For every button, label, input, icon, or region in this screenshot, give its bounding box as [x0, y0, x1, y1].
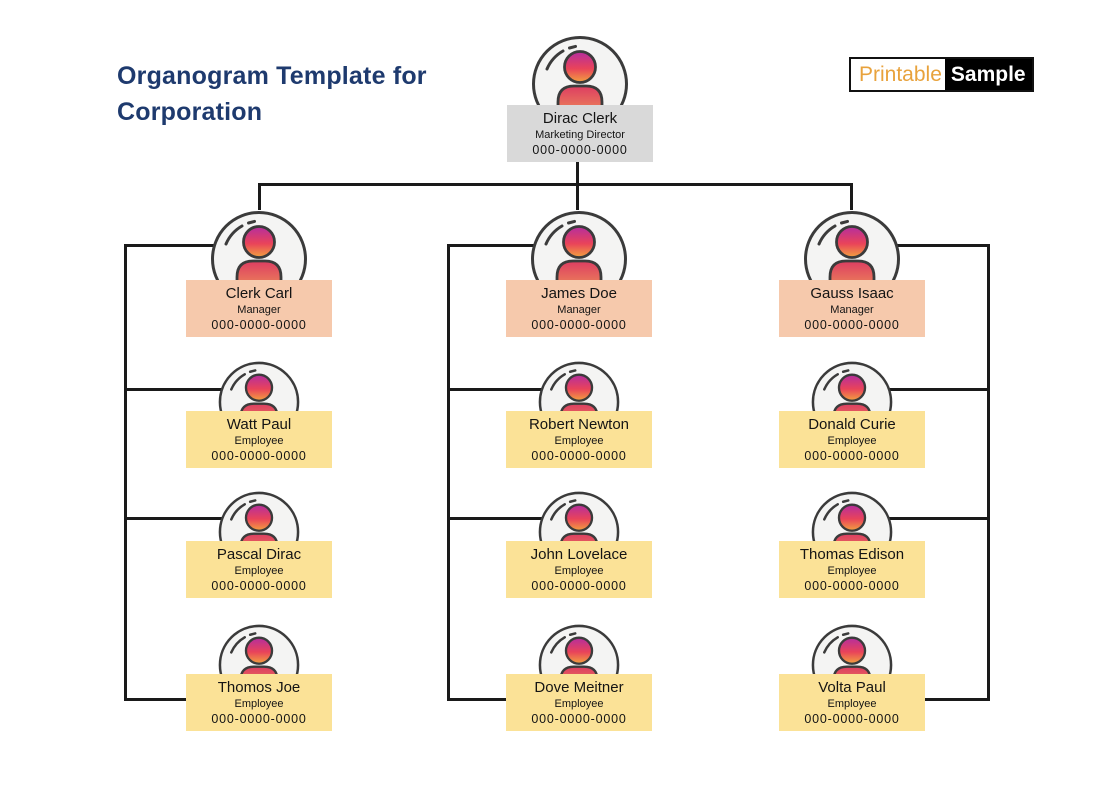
connector-line: [124, 244, 127, 701]
person-name: Robert Newton: [528, 415, 630, 433]
person-role: Employee: [554, 434, 604, 447]
connector-line: [258, 183, 853, 186]
person-phone: 000-0000-0000: [531, 711, 627, 726]
person-phone: 000-0000-0000: [804, 711, 900, 726]
connector-line: [447, 517, 552, 520]
person-role: Employee: [827, 564, 877, 577]
person-role: Employee: [234, 564, 284, 577]
node-label: Volta Paul Employee 000-0000-0000: [779, 674, 925, 731]
person-role: Employee: [234, 697, 284, 710]
person-name: Clerk Carl: [225, 284, 293, 302]
person-phone: 000-0000-0000: [211, 711, 307, 726]
person-phone: 000-0000-0000: [531, 317, 627, 332]
person-phone: 000-0000-0000: [804, 578, 900, 593]
person-name: Dirac Clerk: [542, 109, 618, 127]
person-role: Manager: [237, 303, 281, 316]
person-role: Marketing Director: [535, 128, 625, 141]
brand-logo: Printable Sample: [849, 57, 1034, 92]
org-node-manager-3: Gauss Isaac Manager 000-0000-0000: [779, 280, 925, 337]
connector-line: [870, 388, 990, 391]
org-node-employee-1-2: Pascal Dirac Employee 000-0000-0000: [186, 541, 332, 598]
connector-line: [987, 244, 990, 701]
page-title-line2: Corporation: [117, 98, 263, 126]
connector-line: [880, 244, 990, 247]
logo-sample-text: Sample: [944, 59, 1032, 90]
node-label: Robert Newton Employee 000-0000-0000: [506, 411, 652, 468]
connector-line: [850, 183, 853, 210]
node-label: Pascal Dirac Employee 000-0000-0000: [186, 541, 332, 598]
person-name: Volta Paul: [818, 678, 886, 696]
person-name: Dove Meitner: [534, 678, 624, 696]
org-node-employee-2-3: Dove Meitner Employee 000-0000-0000: [506, 674, 652, 731]
page-title-line1: Organogram Template for: [117, 62, 427, 90]
connector-line: [124, 698, 204, 701]
person-phone: 000-0000-0000: [211, 448, 307, 463]
connector-line: [447, 244, 545, 247]
org-node-employee-3-3: Volta Paul Employee 000-0000-0000: [779, 674, 925, 731]
person-name: Watt Paul: [226, 415, 292, 433]
node-label: Clerk Carl Manager 000-0000-0000: [186, 280, 332, 337]
person-name: Gauss Isaac: [810, 284, 894, 302]
person-role: Employee: [827, 697, 877, 710]
connector-line: [124, 244, 224, 247]
logo-printable-text: Printable: [851, 59, 945, 90]
org-node-manager-2: James Doe Manager 000-0000-0000: [506, 280, 652, 337]
person-phone: 000-0000-0000: [804, 448, 900, 463]
node-label: Thomos Joe Employee 000-0000-0000: [186, 674, 332, 731]
org-node-employee-1-1: Watt Paul Employee 000-0000-0000: [186, 411, 332, 468]
connector-line: [576, 183, 579, 210]
org-node-employee-3-1: Donald Curie Employee 000-0000-0000: [779, 411, 925, 468]
connector-line: [576, 162, 579, 186]
person-phone: 000-0000-0000: [531, 448, 627, 463]
node-label: Dirac Clerk Marketing Director 000-0000-…: [507, 105, 653, 162]
person-phone: 000-0000-0000: [211, 578, 307, 593]
node-label: James Doe Manager 000-0000-0000: [506, 280, 652, 337]
connector-line: [870, 517, 990, 520]
person-name: John Lovelace: [530, 545, 628, 563]
connector-line: [447, 698, 522, 701]
person-name: James Doe: [541, 284, 617, 302]
node-label: Dove Meitner Employee 000-0000-0000: [506, 674, 652, 731]
person-role: Manager: [557, 303, 601, 316]
connector-line: [124, 517, 234, 520]
org-node-employee-2-2: John Lovelace Employee 000-0000-0000: [506, 541, 652, 598]
connector-line: [124, 388, 234, 391]
person-name: Thomos Joe: [217, 678, 301, 696]
org-node-employee-1-3: Thomos Joe Employee 000-0000-0000: [186, 674, 332, 731]
node-label: John Lovelace Employee 000-0000-0000: [506, 541, 652, 598]
connector-line: [447, 244, 450, 701]
person-phone: 000-0000-0000: [531, 578, 627, 593]
person-role: Employee: [827, 434, 877, 447]
person-phone: 000-0000-0000: [532, 142, 628, 157]
person-phone: 000-0000-0000: [804, 317, 900, 332]
person-name: Donald Curie: [808, 415, 896, 433]
person-role: Employee: [234, 434, 284, 447]
node-label: Watt Paul Employee 000-0000-0000: [186, 411, 332, 468]
person-name: Pascal Dirac: [216, 545, 302, 563]
org-node-employee-3-2: Thomas Edison Employee 000-0000-0000: [779, 541, 925, 598]
connector-line: [447, 388, 552, 391]
person-role: Manager: [830, 303, 874, 316]
org-node-employee-2-1: Robert Newton Employee 000-0000-0000: [506, 411, 652, 468]
person-role: Employee: [554, 697, 604, 710]
node-label: Gauss Isaac Manager 000-0000-0000: [779, 280, 925, 337]
person-name: Thomas Edison: [799, 545, 905, 563]
node-label: Thomas Edison Employee 000-0000-0000: [779, 541, 925, 598]
person-role: Employee: [554, 564, 604, 577]
connector-line: [258, 183, 261, 210]
org-node-manager-1: Clerk Carl Manager 000-0000-0000: [186, 280, 332, 337]
org-node-director: Dirac Clerk Marketing Director 000-0000-…: [507, 105, 653, 162]
person-phone: 000-0000-0000: [211, 317, 307, 332]
node-label: Donald Curie Employee 000-0000-0000: [779, 411, 925, 468]
connector-line: [910, 698, 990, 701]
